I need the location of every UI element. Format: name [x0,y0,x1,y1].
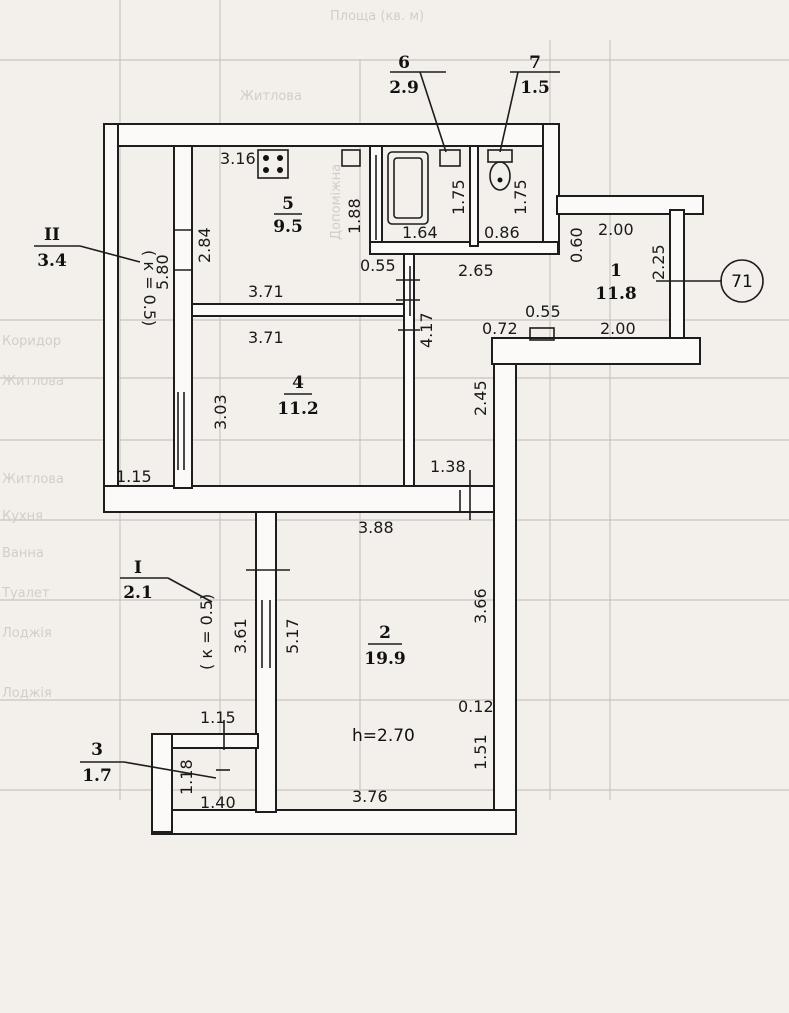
dimension-label: 0.86 [484,223,520,242]
dimension-label: 3.76 [352,787,388,806]
dimension-label: 0.60 [567,227,586,263]
room-6-area: 2.9 [389,78,419,98]
stove-burner-icon [277,167,283,173]
room-2-area: 19.9 [364,649,405,669]
dimension-label: 0.12 [458,697,494,716]
walls [103,123,704,835]
dimension-label: 2.00 [598,220,634,239]
balcony-1-number: I [134,558,142,578]
dimension-label: 3.66 [471,588,490,624]
dimensions: 2.84 5.80 1.88 1.75 1.75 1.64 0.86 0.60 … [116,179,668,812]
room-5-area: 9.5 [273,217,303,237]
ceiling-height: h=2.70 [352,726,415,746]
table-row: Житлова [2,374,64,389]
table-row: Туалет [1,586,50,601]
room-labels: 5 9.5 6 2.9 7 1.5 1 11.8 4 11.2 2 19.9 I… [37,53,753,786]
dimension-label: 5.80 [153,254,172,290]
dimension-label: 2.84 [195,227,214,263]
dimension-label: 1.18 [177,759,196,795]
room-3-number: 3 [91,740,103,760]
table-row: Ванна [2,546,44,561]
room-3-area: 1.7 [82,766,112,786]
dimension-label: 0.55 [360,256,396,275]
dimension-label: 3.03 [211,394,230,430]
table-row: Лоджія [2,626,52,641]
stove-icon [257,149,289,179]
dimension-label: 1.51 [471,734,490,770]
fixtures [257,149,513,225]
dimension-label: 1.38 [430,457,466,476]
dimension-label: 1.75 [511,179,530,215]
balcony-1-area: 2.1 [123,583,153,603]
balcony-2-number: II [44,225,60,245]
table-row: Житлова [2,472,64,487]
table-header-area: Площа (кв. м) [330,9,424,24]
marker-71-icon [720,259,764,303]
toilet-bowl-icon [489,161,511,191]
dimension-label: 2.65 [458,261,494,280]
stove-burner-icon [263,167,269,173]
bath-sink-icon [439,149,461,167]
room-7-area: 1.5 [520,78,550,98]
dimension-label: 1.15 [200,708,236,727]
dimension-label: 2.25 [649,244,668,280]
marker-71-label: 71 [731,272,753,292]
dimension-label: 1.75 [449,179,468,215]
bathtub-icon [387,151,429,225]
background-table: Площа (кв. м) Житлова Допоміжна Коридор … [0,0,789,800]
room-4-number: 4 [292,373,304,393]
dimension-label: 2.00 [600,319,636,338]
room-5-number: 5 [282,194,294,214]
openings [174,155,555,771]
dimension-label: 0.72 [482,319,518,338]
balcony-2-coefficient: ( к = 0.5) [140,250,159,326]
dimension-label: 1.88 [345,198,364,234]
dimension-label: 4.17 [417,312,436,348]
table-row: Лоджія [2,686,52,701]
dimension-label: 3.71 [248,328,284,347]
dimension-label: 3.88 [358,518,394,537]
room-1-number: 1 [610,261,622,281]
room-1-area: 11.8 [595,284,636,304]
kitchen-sink-icon [341,149,361,167]
leaders [34,71,764,779]
balcony-2-area: 3.4 [37,251,67,271]
stove-burner-icon [263,155,269,161]
table-row: Кухня [2,509,43,524]
dimension-label: 0.55 [525,302,561,321]
dimension-label: 2.45 [471,380,490,416]
room-2-number: 2 [379,623,391,643]
dimension-label: 3.61 [231,618,250,654]
balcony-1-coefficient: ( к = 0.5) [197,594,216,670]
room-7-number: 7 [529,53,541,73]
stove-dimension: 3.16 [220,149,256,168]
table-header-living: Житлова [240,89,302,104]
room-6-number: 6 [398,53,410,73]
table-header-aux: Допоміжна [329,164,344,240]
stove-burner-icon [277,155,283,161]
dimension-label: 3.71 [248,282,284,301]
dimension-label: 5.17 [283,618,302,654]
dimension-label: 1.15 [116,467,152,486]
room-4-area: 11.2 [277,399,318,419]
dimension-label: 1.40 [200,793,236,812]
dimension-label: 1.64 [402,223,438,242]
table-row: Коридор [2,334,61,349]
